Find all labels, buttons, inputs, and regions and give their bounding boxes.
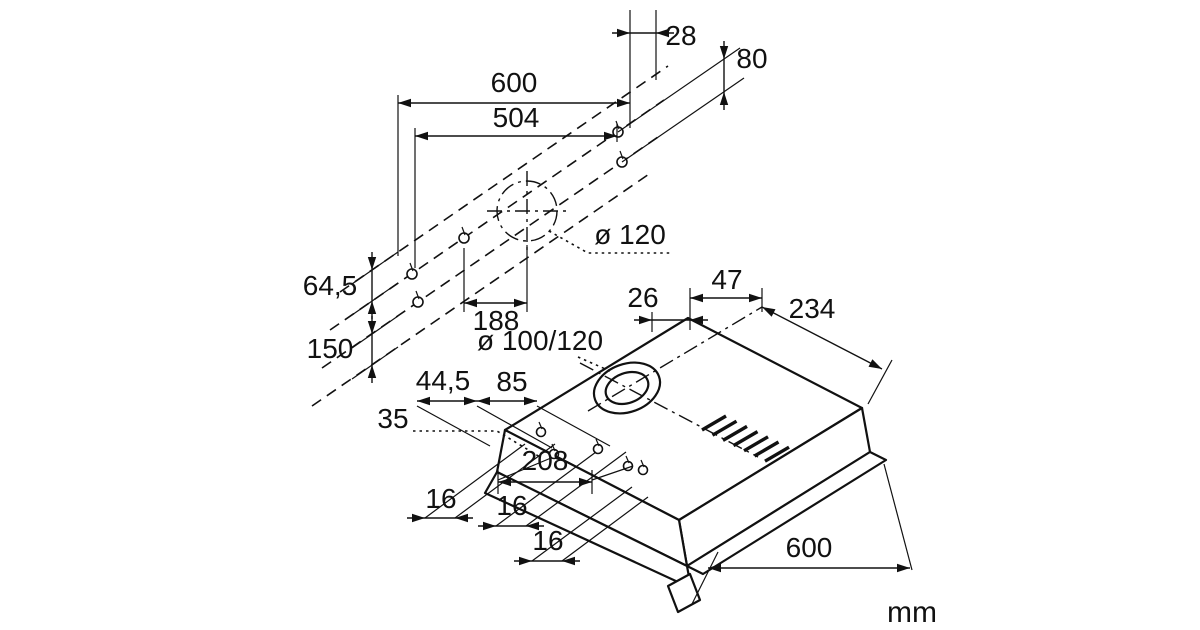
hood-mounting-holes bbox=[535, 421, 649, 476]
duct-centerline-depth bbox=[587, 306, 763, 412]
dim-hood-spacing-a: 16 bbox=[425, 483, 456, 514]
unit-label: mm bbox=[887, 596, 937, 629]
dim-hood-offset-front: 44,5 bbox=[416, 365, 471, 396]
hood-right-visor-edge bbox=[685, 450, 888, 576]
dim-template-center-offset: 188 bbox=[473, 305, 520, 336]
dim-hood-duct-offset-side: 26 bbox=[627, 282, 658, 313]
mounting-keyhole bbox=[535, 421, 547, 438]
dim-template-total-width: 600 bbox=[491, 67, 538, 98]
hood-dimension-lines bbox=[407, 293, 910, 573]
hood-drawing: 47 26 234 ø 100/120 44,5 85 35 208 16 16… bbox=[377, 264, 913, 614]
hood-extension-lines bbox=[416, 288, 913, 605]
dim-template-top-offset: 64,5 bbox=[303, 270, 358, 301]
duct-opening bbox=[592, 361, 662, 415]
mounting-keyhole bbox=[412, 290, 424, 308]
dim-hood-offset-side: 35 bbox=[377, 403, 408, 434]
dim-template-row-gap: 80 bbox=[736, 43, 767, 74]
mounting-keyhole bbox=[637, 459, 649, 476]
template-dimension-lines bbox=[367, 28, 729, 383]
dim-hood-hole-span: 208 bbox=[522, 445, 569, 476]
template-duct-circle bbox=[487, 171, 670, 254]
dim-template-bottom-offset: 150 bbox=[307, 333, 354, 364]
mounting-keyhole bbox=[592, 438, 604, 455]
dim-template-hole-spacing: 504 bbox=[493, 102, 540, 133]
mounting-keyhole bbox=[548, 443, 560, 460]
vent-grille bbox=[701, 414, 790, 463]
dim-hood-offset-mid: 85 bbox=[496, 366, 527, 397]
hood-foot bbox=[666, 572, 702, 614]
dim-hood-back-depth: 234 bbox=[789, 293, 836, 324]
mounting-keyhole bbox=[458, 226, 470, 244]
wall-template-drawing: 600 504 28 80 64,5 150 188 ø 120 bbox=[303, 10, 768, 407]
dim-hood-duct-diameter: ø 100/120 bbox=[477, 325, 603, 356]
dim-hood-total-width: 600 bbox=[786, 532, 833, 563]
dim-hood-spacing-b: 16 bbox=[496, 490, 527, 521]
template-keyholes bbox=[406, 120, 628, 308]
duct-centerline-width bbox=[579, 362, 759, 458]
dim-hood-duct-offset-depth: 47 bbox=[711, 264, 742, 295]
dim-template-edge-offset: 28 bbox=[665, 20, 696, 51]
dim-hood-spacing-c: 16 bbox=[532, 525, 563, 556]
mounting-keyhole bbox=[406, 262, 418, 280]
dim-template-duct-diameter: ø 120 bbox=[594, 219, 666, 250]
